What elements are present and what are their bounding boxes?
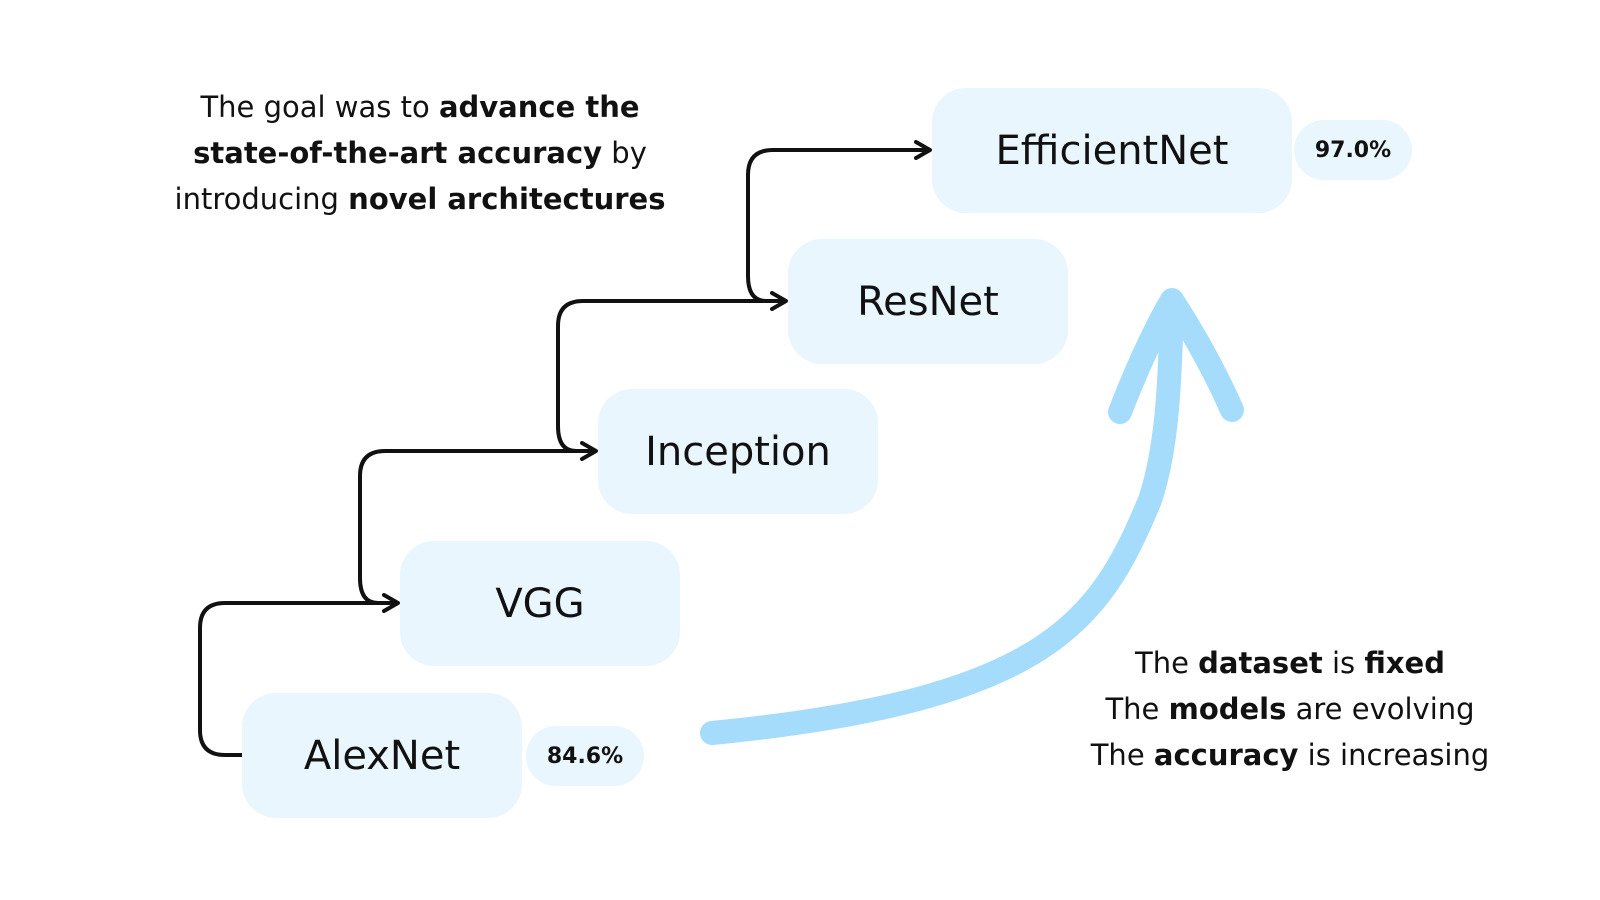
node-inception: Inception [598, 389, 878, 514]
summary-line-1: The dataset is fixed [1135, 646, 1445, 680]
goal-text-line-3: introducing novel architectures [174, 182, 666, 216]
connector-inception-to-resnet [556, 291, 788, 453]
trend-arrowhead-icon [1108, 288, 1244, 424]
node-efficientnet: EfficientNet [932, 88, 1292, 213]
connector-vgg-to-inception [358, 441, 598, 605]
badge-efficientnet-accuracy: 97.0% [1294, 120, 1412, 180]
node-inception-label: Inception [645, 428, 831, 475]
trend-arrow-icon [700, 293, 1184, 745]
goal-text-line-1: The goal was to advance the [200, 90, 640, 124]
badge-efficientnet-accuracy-value: 97.0% [1314, 137, 1392, 163]
goal-text: The goal was to advance the state-of-the… [120, 84, 720, 222]
connector-resnet-to-efficientnet [746, 140, 932, 303]
node-vgg: VGG [400, 541, 680, 666]
summary-line-2: The models are evolving [1105, 692, 1475, 726]
node-alexnet-label: AlexNet [303, 732, 461, 779]
node-efficientnet-label: EfficientNet [995, 127, 1229, 174]
badge-alexnet-accuracy-value: 84.6% [546, 743, 624, 769]
node-resnet-label: ResNet [857, 278, 999, 325]
node-alexnet: AlexNet [242, 693, 522, 818]
node-resnet: ResNet [788, 239, 1068, 364]
connector-alexnet-to-vgg [198, 593, 400, 757]
goal-text-line-2: state-of-the-art accuracy by [193, 136, 647, 170]
summary-text: The dataset is fixed The models are evol… [1000, 640, 1580, 778]
badge-alexnet-accuracy: 84.6% [526, 726, 644, 786]
summary-line-3: The accuracy is increasing [1090, 738, 1490, 772]
node-vgg-label: VGG [495, 580, 585, 627]
